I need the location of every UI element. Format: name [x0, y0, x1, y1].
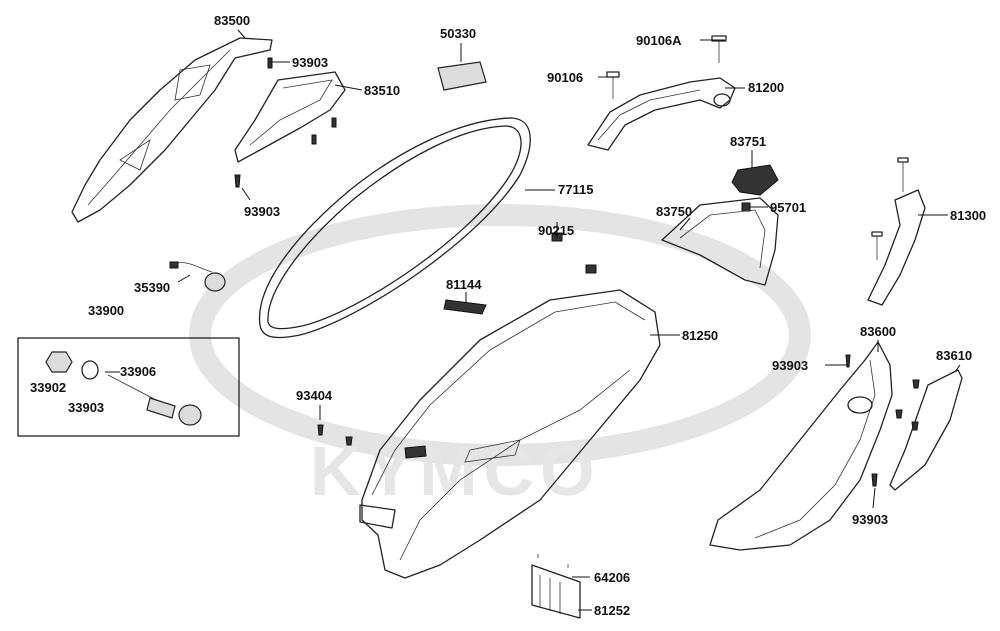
- label-81300: 81300: [950, 208, 986, 223]
- bolts-90106: [606, 35, 727, 99]
- label-93903-bottom: 93903: [852, 512, 888, 527]
- label-50330: 50330: [440, 26, 476, 41]
- leader-lines: [105, 29, 961, 611]
- part-81144-plate: [443, 299, 487, 315]
- label-81250: 81250: [682, 328, 718, 343]
- label-93404: 93404: [296, 388, 333, 403]
- label-90106A: 90106A: [636, 33, 682, 48]
- part-81300-handle: [867, 157, 926, 306]
- watermark-text: KYMCO: [310, 432, 601, 510]
- label-81252: 81252: [594, 603, 630, 618]
- bolt-95701: [741, 202, 751, 212]
- part-labels: 83500 93903 83510 93903 50330 77115 9010…: [30, 13, 986, 618]
- part-83750-cover: [661, 197, 779, 286]
- label-93903-top: 93903: [292, 55, 328, 70]
- part-33900-kit: [17, 337, 240, 437]
- part-77115-seal: [258, 117, 531, 339]
- label-93903-left: 93903: [244, 204, 280, 219]
- label-64206: 64206: [594, 570, 630, 585]
- kymco-watermark: KYMCO: [189, 204, 811, 510]
- part-81252-flap: [531, 554, 581, 619]
- part-83751-cap: [731, 164, 779, 196]
- label-93903-right: 93903: [772, 358, 808, 373]
- label-35390: 35390: [134, 280, 170, 295]
- label-83751: 83751: [730, 134, 766, 149]
- label-95701: 95701: [770, 200, 806, 215]
- label-90215: 90215: [538, 223, 574, 238]
- label-81144: 81144: [446, 277, 482, 292]
- part-83510-panel: [234, 71, 346, 163]
- label-83600: 83600: [860, 324, 896, 339]
- part-35390-socket: [169, 261, 226, 292]
- part-50330-pad: [437, 61, 487, 91]
- label-81200: 81200: [748, 80, 784, 95]
- nuts-90215: [551, 232, 597, 274]
- label-33900: 33900: [88, 303, 124, 318]
- label-83610: 83610: [936, 348, 972, 363]
- label-77115: 77115: [558, 182, 593, 197]
- label-33906: 33906: [120, 364, 156, 379]
- part-83600-side-cover: [709, 341, 893, 551]
- part-83500-cover: [71, 37, 273, 223]
- screw-group: [234, 57, 920, 487]
- label-83510: 83510: [364, 83, 400, 98]
- label-83500: 83500: [214, 13, 250, 28]
- part-81200-handle: [587, 77, 736, 151]
- part-83610-panel: [889, 369, 963, 491]
- label-83750: 83750: [656, 204, 692, 219]
- label-33902: 33902: [30, 380, 66, 395]
- part-81250-box: [359, 289, 661, 579]
- label-90106: 90106: [547, 70, 583, 85]
- label-33903: 33903: [68, 400, 104, 415]
